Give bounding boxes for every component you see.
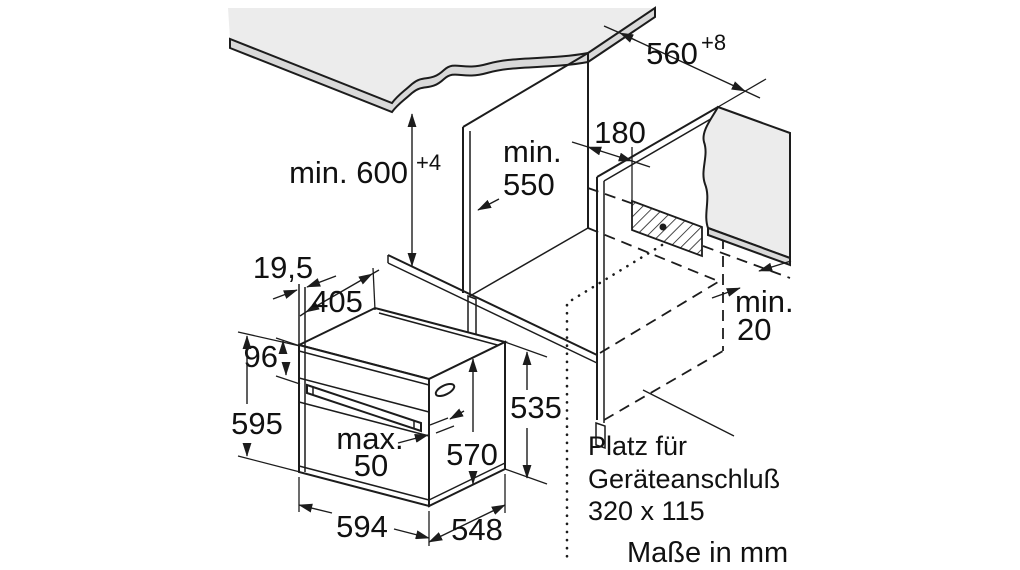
dim-niche-depth: min. 550 xyxy=(477,134,562,211)
dim-handle-protrusion-label-1: max. xyxy=(336,421,403,456)
cabinet-floor xyxy=(387,227,719,364)
dim-front-height: 595 xyxy=(231,331,301,473)
dim-front-overhang-label: 19,5 xyxy=(253,250,313,285)
connection-leader xyxy=(642,389,735,437)
dim-niche-height-label: min. 600 xyxy=(289,155,408,190)
oven xyxy=(296,284,508,508)
countertop-left-surface xyxy=(228,8,655,103)
connection-note-line1: Platz für xyxy=(588,431,687,461)
niche-right-wall-foot xyxy=(595,421,606,450)
dim-oven-depth-label: 548 xyxy=(451,512,503,547)
dim-oven-depth: 548 xyxy=(428,474,506,547)
niche-left-wall xyxy=(462,52,589,343)
dim-niche-width-tolerance: +8 xyxy=(701,30,726,55)
dim-niche-height-tolerance: +4 xyxy=(416,150,441,175)
dim-connection-offset-label: 180 xyxy=(594,115,646,150)
oven-door-handle xyxy=(306,383,422,433)
dim-handle-protrusion-label-2: 50 xyxy=(354,448,388,483)
dim-niche-width: 560 +8 xyxy=(603,25,767,108)
dim-front-height-label: 595 xyxy=(231,406,283,441)
dim-connection-offset: 180 xyxy=(571,115,651,203)
countertop-left-front-edge xyxy=(229,6,656,114)
dim-oven-width-label: 594 xyxy=(336,509,388,544)
countertop-right-bottom-edge xyxy=(707,226,791,267)
dim-niche-height: min. 600 +4 xyxy=(289,113,441,267)
dim-rear-gap: min. 20 xyxy=(711,260,794,347)
dim-panel-height: 96 xyxy=(244,337,301,385)
dim-rear-height-label: 535 xyxy=(510,390,562,425)
dim-front-overhang: 19,5 xyxy=(253,250,337,300)
dim-top-depth: 405 xyxy=(299,267,380,319)
niche-right-wall xyxy=(595,106,724,450)
dim-rear-gap-label-1: min. xyxy=(735,284,794,319)
dim-top-depth-label: 405 xyxy=(311,284,363,319)
connection-note-line3: 320 x 115 xyxy=(588,496,705,526)
connection-note: Platz für Geräteanschluß 320 x 115 xyxy=(588,431,780,526)
dim-body-height: 570 xyxy=(446,358,498,485)
countertop-right-surface xyxy=(702,105,791,260)
countertop-right xyxy=(587,105,791,279)
dim-niche-depth-label-2: 550 xyxy=(503,167,555,202)
units-note: Maße in mm xyxy=(627,537,788,569)
oven-side-grip-recess xyxy=(434,383,456,397)
dim-body-height-label: 570 xyxy=(446,437,498,472)
dim-rear-height: 535 xyxy=(504,341,562,485)
connection-point-dot xyxy=(659,223,667,231)
dim-panel-height-label: 96 xyxy=(244,339,278,374)
connection-hatch xyxy=(631,199,703,258)
connection-note-line2: Geräteanschluß xyxy=(588,464,780,494)
dim-niche-width-label: 560 xyxy=(646,36,698,71)
countertop-left xyxy=(228,6,656,114)
dim-rear-gap-label-2: 20 xyxy=(737,312,771,347)
dim-niche-depth-label-1: min. xyxy=(503,134,562,169)
connection-area xyxy=(565,199,735,559)
dim-handle-protrusion: max. 50 xyxy=(336,408,465,483)
